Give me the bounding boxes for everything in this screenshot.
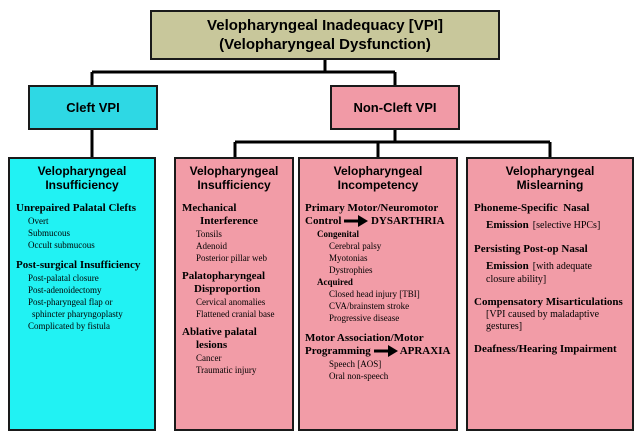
non-cleft-vpi-label: Non-Cleft VPI (353, 100, 437, 115)
list-item: Adenoid (196, 241, 227, 251)
section-heading-row: Control DYSARTHRIA (305, 215, 456, 228)
root-node: Velopharyngeal Inadequacy [VPI] (Velopha… (150, 10, 500, 60)
section-heading: Post-surgical Insufficiency (16, 259, 141, 271)
list-item: Tonsils (196, 229, 222, 239)
list-item: Oral non-speech (329, 371, 389, 381)
section-heading: Ablative palatal (182, 326, 257, 338)
list-item: Cerebral palsy (329, 241, 382, 251)
column-title: Velopharyngeal Insufficiency (178, 164, 290, 192)
incompetency-column: Velopharyngeal Incompetency Primary Moto… (298, 157, 458, 431)
section-note: closure ability] (486, 274, 547, 285)
list-item: Progressive disease (329, 313, 400, 323)
column-title-line1: Velopharyngeal (333, 164, 423, 178)
non-cleft-vpi-node: Non-Cleft VPI (330, 85, 460, 130)
section-heading: Emission (486, 260, 529, 272)
list-item: Dystrophies (329, 265, 373, 275)
section-heading: Motor Association/Motor (305, 332, 424, 344)
list-item: Overt (28, 216, 49, 226)
section-heading: Persisting Post-op Nasal (474, 243, 588, 255)
list-item: sphincter pharyngoplasty (32, 309, 123, 319)
subsection-label: Acquired (317, 277, 353, 287)
cleft-vpi-label: Cleft VPI (66, 100, 120, 115)
list-item: Closed head injury [TBI] (329, 289, 420, 299)
section-heading: Primary Motor/Neuromotor (305, 202, 439, 214)
column-title-line2: Insufficiency (197, 178, 271, 192)
section-heading: Compensatory Misarticulations (474, 296, 623, 308)
list-item: Myotonias (329, 253, 368, 263)
section-heading: Deafness/Hearing Impairment (474, 343, 617, 355)
column-title-line2: Mislearning (516, 178, 584, 192)
insufficiency-column: Velopharyngeal Insufficiency Mechanical … (174, 157, 294, 431)
column-title: Velopharyngeal Mislearning (470, 164, 630, 192)
section-heading: Control (305, 215, 342, 227)
column-title-line1: Velopharyngeal (189, 164, 279, 178)
cleft-insufficiency-column: Velopharyngeal Insufficiency Unrepaired … (8, 157, 156, 431)
list-item: Post-adenoidectomy (28, 285, 102, 295)
section-note: [VPI caused by maladaptive (486, 309, 600, 320)
section-note: [with adequate (532, 261, 592, 272)
list-item: Posterior pillar web (196, 253, 267, 263)
apraxia-label: APRAXIA (399, 345, 451, 357)
section-heading: Disproportion (194, 283, 261, 295)
section-heading: Palatopharyngeal (182, 270, 266, 282)
section-heading: Programming (305, 345, 371, 357)
right-arrow-icon (373, 345, 398, 358)
column-title-line1: Velopharyngeal (37, 164, 127, 178)
list-item: Flattened cranial base (196, 309, 275, 319)
list-item: Complicated by fistula (28, 321, 110, 331)
section-heading: lesions (196, 339, 228, 351)
column-title: Velopharyngeal Incompetency (302, 164, 454, 192)
subsection-label: Congenital (317, 229, 360, 239)
column-title: Velopharyngeal Insufficiency (12, 164, 152, 192)
section-heading-row: Programming APRAXIA (305, 345, 456, 358)
column-title-line2: Incompetency (337, 178, 419, 192)
list-item: Cervical anomalies (196, 297, 266, 307)
list-item: Traumatic injury (196, 365, 257, 375)
list-item: Cancer (196, 353, 222, 363)
section-heading: Mechanical (182, 202, 237, 214)
list-item: Post-pharyngeal flap or (28, 297, 113, 307)
column-title-line2: Insufficiency (45, 178, 119, 192)
section-heading: Interference (200, 215, 258, 227)
list-item: Occult submucous (28, 240, 95, 250)
section-heading: Phoneme-Specific Nasal (474, 202, 590, 214)
section-heading: Unrepaired Palatal Clefts (16, 202, 136, 214)
right-arrow-icon (344, 215, 369, 228)
list-item: Post-palatal closure (28, 273, 99, 283)
list-item: Speech [AOS] (329, 359, 382, 369)
root-title: Velopharyngeal Inadequacy [VPI] (207, 17, 443, 34)
list-item: CVA/brainstem stroke (329, 301, 410, 311)
dysarthria-label: DYSARTHRIA (370, 215, 445, 227)
section-note: [selective HPCs] (532, 220, 601, 231)
section-heading: Emission (486, 219, 529, 231)
mislearning-column: Velopharyngeal Mislearning Phoneme-Speci… (466, 157, 634, 431)
column-title-line1: Velopharyngeal (505, 164, 595, 178)
cleft-vpi-node: Cleft VPI (28, 85, 158, 130)
section-note: gestures] (486, 321, 523, 332)
list-item: Submucous (28, 228, 71, 238)
root-subtitle: (Velopharyngeal Dysfunction) (219, 36, 431, 53)
